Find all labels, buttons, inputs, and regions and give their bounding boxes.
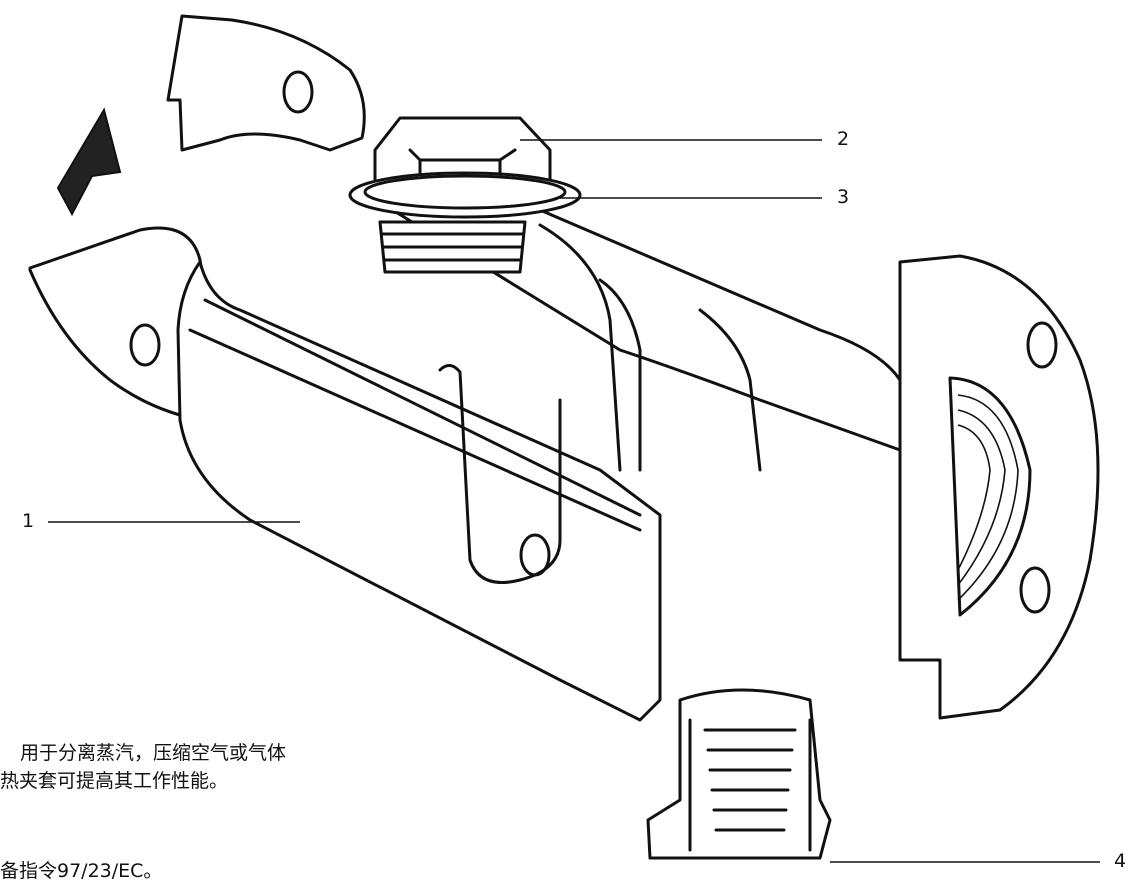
caption-line-3: 备指令97/23/EC。 [0,860,163,882]
caption-line-1: 用于分离蒸汽，压缩空气或气体 [20,742,287,764]
inlet-flange [28,14,366,422]
separator-body [176,181,902,722]
callout-1: 1 [22,510,35,532]
callout-2: 2 [837,128,850,150]
flow-direction-arrow-icon [56,107,122,217]
callout-3: 3 [837,186,850,208]
leader-lines [48,139,1100,863]
outlet-flange [898,254,1100,720]
caption-line-2: 热夹套可提高其工作性能。 [0,770,229,792]
drain-connection [646,688,832,860]
gasket [348,171,582,274]
callout-4: 4 [1114,850,1127,872]
